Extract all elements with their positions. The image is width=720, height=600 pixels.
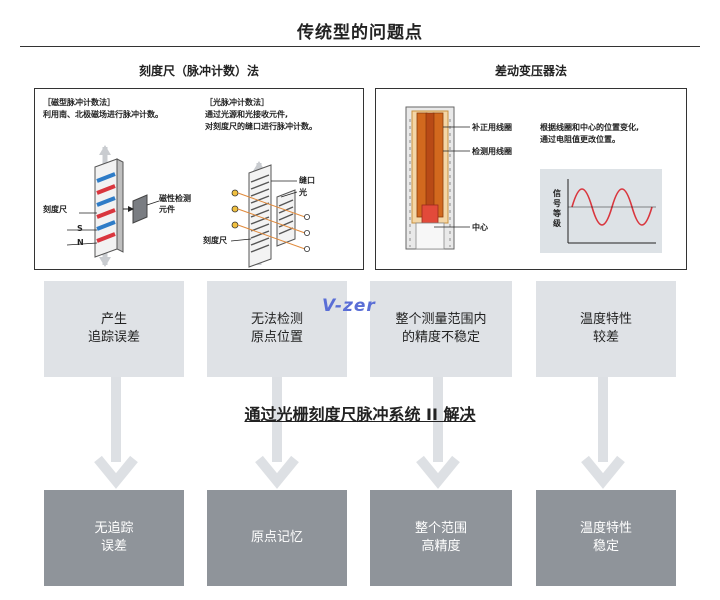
arrow-4 [598,376,608,462]
magnetic-scale-diagram [66,145,160,267]
solution-box-1: 无追踪 误差 [44,490,184,586]
magnetic-sensor-label: 磁性检测 元件 [159,194,191,214]
optical-method-heading: ［光脉冲计数法］ [205,98,269,107]
magnetic-method-heading: ［磁型脉冲计数法］ [43,98,115,107]
solution-box-4: 温度特性 稳定 [536,490,676,586]
optical-method-desc-2: 对刻度尺的缝口进行脉冲计数。 [205,122,317,131]
center-label: 中心 [472,223,488,232]
optical-scale-label: 刻度尺 [203,236,227,245]
problem-box-4: 温度特性 较差 [536,281,676,377]
problem-box-2: 无法检测 原点位置 [207,281,347,377]
arrow-1 [111,376,121,462]
arrow-3 [433,376,443,462]
detection-coil-label: 检测用线圈 [472,147,512,156]
watermark-logo: V-zer [322,296,376,316]
lvdt-desc-1: 根据线圈和中心的位置变化, [540,123,640,132]
solution-box-2: 原点记忆 [207,490,347,586]
arrow-heads [94,455,625,489]
lvdt-illustration [405,106,662,253]
scale-method-illustration [66,145,310,268]
slit-label: 缝口 [299,176,315,185]
lvdt-desc-2: 通过电阻值更改位置。 [540,135,620,144]
arrow-2 [272,376,282,462]
solution-box-3: 整个范围 高精度 [370,490,512,586]
page-title: 传统型的问题点 [297,23,423,43]
lvdt-method-panel: 补正用线圈 检测用线圈 中心 根据线圈和中心的位置变化, 通过电阻值更改位置。 … [375,88,687,270]
south-pole-label: S [77,224,83,233]
lvdt-coil-diagram [405,106,470,250]
light-label: 光 [299,188,307,197]
title-divider [20,46,700,47]
right-section-heading: 差动变压器法 [494,64,567,78]
magnetic-method-desc: 利用南、北极磁场进行脉冲计数。 [43,110,163,119]
optical-method-desc-1: 通过光源和光接收元件, [205,110,289,119]
signal-graph [540,169,662,253]
north-pole-label: N [77,238,84,247]
magnetic-scale-label: 刻度尺 [43,205,67,214]
compensation-coil-label: 补正用线圈 [472,123,512,132]
solution-banner: 通过光栅刻度尺脉冲系统 II 解决 [244,405,476,424]
problem-box-1: 产生 追踪误差 [44,281,184,377]
scale-method-panel: ［磁型脉冲计数法］ 利用南、北极磁场进行脉冲计数。 ［光脉冲计数法］ 通过光源和… [34,88,364,270]
signal-level-axis-label: 信 号 等 级 [553,189,561,228]
problem-box-3: 整个测量范围内 的精度不稳定 [370,281,512,377]
left-section-heading: 刻度尺（脉冲计数）法 [138,64,259,78]
optical-scale-diagram [230,161,310,268]
